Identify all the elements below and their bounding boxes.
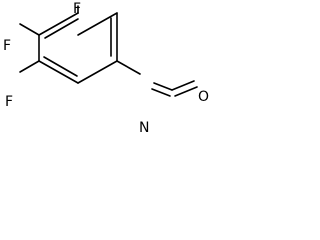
atom-label-f-bottom: F: [5, 94, 13, 110]
bond-c4-c5-inner: [43, 56, 78, 77]
atom-label-oxygen: O: [198, 89, 209, 105]
bond-c6-c1-inner: [44, 18, 79, 39]
bond-c-n: [116, 60, 141, 75]
bond-c-o-inner: [174, 86, 198, 97]
bond-c-o: [171, 80, 195, 91]
bond-n-c-inner: [151, 88, 171, 97]
bond-c3-c4: [77, 60, 118, 84]
molecule-diagram: F F F N O: [0, 0, 224, 138]
atom-label-nitrogen: N: [139, 120, 149, 136]
bond-c-f-mid: [19, 23, 40, 36]
molecule-structure: F F F N O: [3, 1, 209, 136]
bond-c4-c5: [38, 60, 79, 84]
bond-c1-c2: [77, 12, 118, 36]
bond-c-f-bottom: [19, 60, 40, 73]
bond-c6-c1: [38, 12, 79, 36]
atom-label-f-top: F: [73, 1, 81, 17]
atom-label-f-mid: F: [3, 38, 11, 54]
bond-n-c: [153, 82, 173, 91]
